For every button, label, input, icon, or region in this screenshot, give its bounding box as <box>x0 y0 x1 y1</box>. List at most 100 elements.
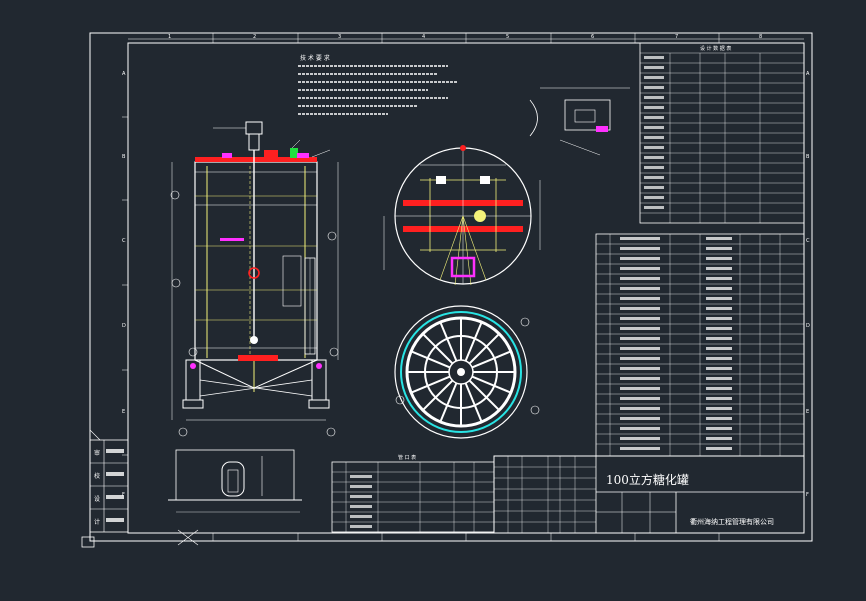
table-cell <box>620 267 660 270</box>
table-cell <box>644 196 664 199</box>
row-label: A <box>122 71 126 77</box>
table-cell <box>644 116 664 119</box>
table-cell <box>350 485 372 488</box>
tank-top-view <box>383 145 541 286</box>
motor-icon <box>245 121 263 135</box>
outer-border <box>89 32 813 542</box>
table-cell <box>706 297 732 300</box>
table-cell <box>644 206 664 209</box>
col-label: 4 <box>422 34 425 40</box>
col-label: 1 <box>168 34 171 40</box>
table-cell <box>644 156 664 159</box>
title-block: 100立方糖化罐 衢州海纳工程管理有限公司 <box>493 455 805 534</box>
spec-table: 设 计 数 据 表 <box>639 42 805 224</box>
table-cell <box>620 247 660 250</box>
table-cell <box>706 247 732 250</box>
table-cell <box>706 287 732 290</box>
support-detail-view <box>168 449 302 513</box>
support-spoke <box>422 379 454 411</box>
table-cell <box>620 397 660 400</box>
col-label: 6 <box>591 34 594 40</box>
table-cell <box>644 126 664 129</box>
support-spoke <box>439 321 458 362</box>
table-cell <box>620 337 660 340</box>
table-cell <box>706 437 732 440</box>
col-label: 8 <box>759 34 762 40</box>
table-cell <box>620 437 660 440</box>
detail-view <box>529 87 630 156</box>
table-cell <box>620 327 660 330</box>
col-label: 3 <box>338 34 341 40</box>
table-cell <box>644 106 664 109</box>
table-cell <box>706 307 732 310</box>
column-markers: 1 2 3 4 5 6 7 8 <box>168 33 762 541</box>
table-cell <box>620 257 660 260</box>
table-cell <box>644 186 664 189</box>
row-label: C <box>122 238 126 244</box>
table-cell <box>350 495 372 498</box>
col-label: 5 <box>506 34 509 40</box>
table-cell <box>706 337 732 340</box>
support-spoke <box>422 333 454 365</box>
table-cell <box>706 327 732 330</box>
table-cell <box>706 377 732 380</box>
table-cell <box>706 257 732 260</box>
drawing-title: 100立方糖化罐 <box>606 472 689 487</box>
stamp-cell: 计 <box>94 518 100 526</box>
table-cell <box>706 397 732 400</box>
support-spoke <box>468 333 500 365</box>
nozzle-table: 管 口 表 <box>331 454 495 533</box>
table-cell <box>350 505 372 508</box>
support-spoke <box>471 350 512 369</box>
table-cell <box>706 237 732 240</box>
spec-table-heading: 设 计 数 据 表 <box>700 45 731 52</box>
table-cell <box>644 86 664 89</box>
col-label: 7 <box>675 34 678 40</box>
nozzle-icon <box>290 148 298 158</box>
table-cell <box>706 347 732 350</box>
table-cell <box>706 357 732 360</box>
row-label: E <box>122 409 125 415</box>
stamp-cell: 校 <box>94 472 100 480</box>
table-cell <box>620 237 660 240</box>
row-label: D <box>806 323 810 329</box>
tank-elevation-view <box>170 121 339 437</box>
table-cell <box>620 377 660 380</box>
row-label: A <box>806 71 810 77</box>
table-cell <box>706 417 732 420</box>
support-spoke <box>410 350 451 369</box>
row-label: F <box>806 492 809 498</box>
table-cell <box>620 347 660 350</box>
technical-notes: 技 术 要 求 <box>298 54 458 115</box>
table-cell <box>350 515 372 518</box>
row-label: B <box>806 154 810 160</box>
table-cell <box>620 427 660 430</box>
row-label: C <box>806 238 810 244</box>
support-spoke <box>468 379 500 411</box>
table-cell <box>620 417 660 420</box>
table-cell <box>620 357 660 360</box>
table-cell <box>706 427 732 430</box>
table-cell <box>350 475 372 478</box>
table-cell <box>644 76 664 79</box>
top-manifold <box>195 157 317 162</box>
table-cell <box>620 287 660 290</box>
tank-bottom-view <box>394 305 540 439</box>
bom-table <box>595 233 805 457</box>
table-cell <box>706 387 732 390</box>
table-cell <box>620 307 660 310</box>
left-stamp-block: 审 校 设 计 <box>81 429 199 548</box>
table-cell <box>620 407 660 410</box>
table-cell <box>644 66 664 69</box>
table-cell <box>620 297 660 300</box>
nozzle-table-heading: 管 口 表 <box>398 454 416 461</box>
table-cell <box>620 277 660 280</box>
company-name: 衢州海纳工程管理有限公司 <box>690 517 774 526</box>
support-spoke <box>410 375 451 394</box>
notes-heading: 技 术 要 求 <box>300 54 330 62</box>
table-cell <box>706 267 732 270</box>
stamp-cell: 设 <box>94 495 100 503</box>
support-spoke <box>464 321 483 362</box>
table-cell <box>620 387 660 390</box>
stamp-cell: 审 <box>94 449 100 457</box>
